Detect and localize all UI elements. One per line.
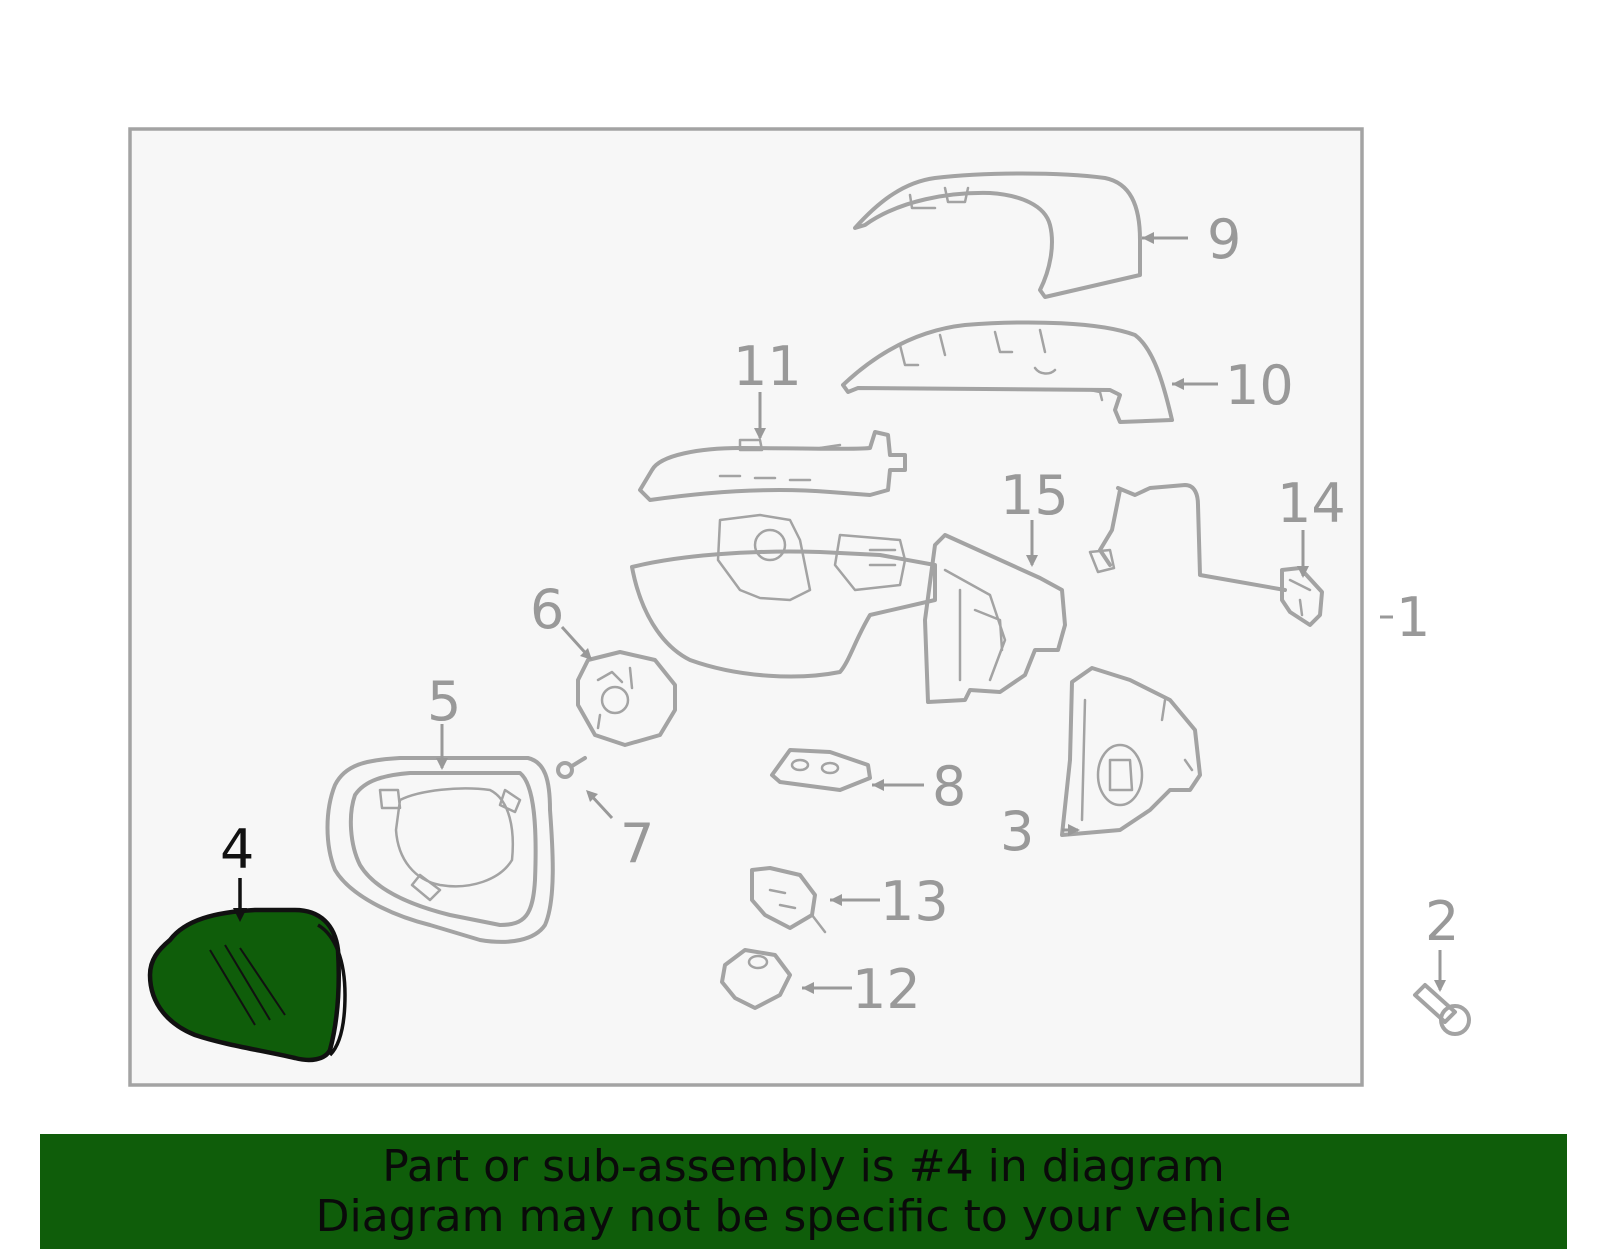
callout-12: 12 [852,958,921,1021]
part-4-mirror-glass[interactable] [147,907,347,1063]
callout-13: 13 [880,870,949,933]
callout-5: 5 [427,670,461,733]
callout-8: 8 [932,755,966,818]
callout-10: 10 [1225,354,1294,417]
part-6-actuator[interactable] [576,650,677,747]
leader-lines [233,232,1446,994]
banner-line-2: Diagram may not be specific to your vehi… [315,1190,1292,1242]
callout-2: 2 [1425,890,1459,953]
part-3-housing-bezel[interactable] [1060,666,1202,837]
part-10-cover-frame[interactable] [841,320,1174,424]
callout-4: 4 [220,818,254,881]
banner-line-1: Part or sub-assembly is #4 in diagram [382,1140,1225,1192]
part-12-camera[interactable] [720,948,792,1010]
callout-3: 3 [1000,800,1034,863]
callout-6: 6 [530,578,564,641]
part-13-clip[interactable] [750,866,827,934]
assembly-panel [128,127,1364,1087]
part-11-turn-signal[interactable] [638,430,907,502]
part-8-bracket[interactable] [770,748,872,792]
part-7-screw[interactable] [556,756,587,779]
callout-14: 14 [1277,472,1346,535]
part-15-mirror-housing[interactable] [630,513,1067,704]
callout-15: 15 [1000,464,1069,527]
callout-1: 1 [1396,586,1430,649]
part-2-bolt[interactable] [1413,983,1471,1036]
part-5-mirror-holder[interactable] [325,756,555,944]
callout-7: 7 [620,812,654,875]
part-9-mirror-cover[interactable] [853,171,1142,299]
callout-9: 9 [1207,208,1241,271]
callout-11: 11 [733,335,802,398]
info-banner: Part or sub-assembly is #4 in diagram Di… [40,1134,1567,1249]
